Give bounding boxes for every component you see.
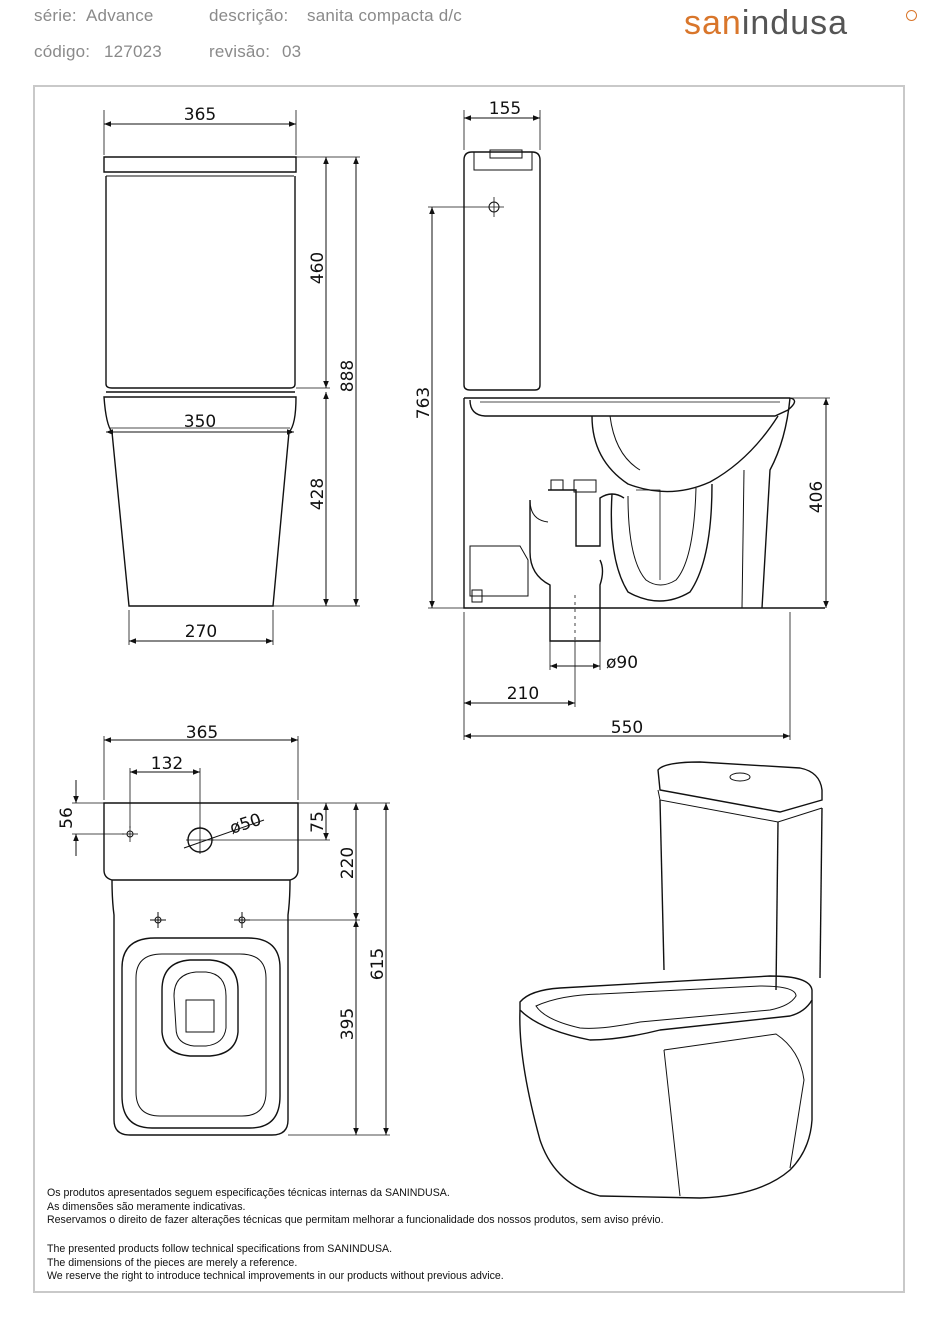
serie-label: série: (34, 6, 77, 25)
codigo-value: 127023 (104, 42, 162, 61)
dim-side-outlet-diameter: ø90 (606, 653, 638, 673)
perspective-seat (519, 975, 813, 1041)
dim-top-width: 365 (186, 723, 218, 743)
dim-side-bowl-height: 406 (807, 481, 827, 513)
front-view (103, 110, 360, 645)
dim-top-tank-depth: 220 (338, 847, 358, 879)
note-pt-2: As dimensões são meramente indicativas. (47, 1200, 246, 1213)
perspective-body (519, 1000, 813, 1199)
note-en-2: The dimensions of the pieces are merely … (47, 1256, 298, 1269)
note-en-3: We reserve the right to introduce techni… (47, 1270, 504, 1283)
dim-top-hole-offset-x: 132 (151, 754, 183, 774)
side-bowl-interior (591, 415, 779, 493)
side-base (463, 398, 825, 609)
note-pt-3: Reservamos o direito de fazer alterações… (47, 1214, 664, 1227)
dim-top-hole-diameter: ø50 (227, 810, 264, 839)
descricao-label: descrição: (209, 6, 289, 25)
dim-side-total-depth: 550 (611, 718, 643, 738)
dim-side-tank-depth: 155 (489, 99, 521, 119)
sanindusa-logo: sanindusa (684, 4, 849, 42)
top-tank (103, 802, 299, 881)
dim-front-total-height: 888 (338, 360, 358, 392)
side-seat (464, 397, 796, 417)
notes-en: The presented products follow technical … (47, 1243, 504, 1284)
codigo-label: código: (34, 42, 91, 61)
side-tank (463, 151, 541, 391)
logo-mark-icon (906, 10, 917, 21)
front-tank-lid (103, 156, 297, 173)
dim-top-tank-depth-small: 75 (308, 811, 328, 833)
descricao-value: sanita compacta d/c (307, 6, 462, 25)
side-view (428, 110, 830, 740)
top-seat-outer (121, 937, 281, 1129)
dim-top-bowl-depth: 395 (338, 1008, 358, 1040)
top-bowl-outline (111, 879, 291, 1136)
dim-front-base-width: 270 (185, 622, 217, 642)
dim-side-inlet-height: 763 (414, 387, 434, 419)
dim-top-hole-offset-y: 56 (57, 807, 77, 829)
front-tank-body (105, 176, 296, 389)
side-trap (610, 483, 713, 602)
dim-top-total-depth: 615 (368, 948, 388, 980)
note-pt-1: Os produtos apresentados seguem especifi… (47, 1187, 450, 1199)
dim-front-bowl-width: 350 (184, 412, 216, 432)
revisao-label: revisão: (209, 42, 271, 61)
revisao-value: 03 (282, 42, 302, 61)
serie-value: Advance (86, 6, 154, 25)
drawing-frame (33, 85, 905, 1293)
dim-front-bowl-height: 428 (308, 478, 328, 510)
dim-side-outlet-offset: 210 (507, 684, 539, 704)
side-outlet-bend (548, 489, 625, 547)
dim-front-tank-height: 460 (308, 252, 328, 284)
top-view (72, 736, 390, 1136)
top-bowl-opening (161, 959, 239, 1057)
notes-pt: Os produtos apresentados seguem especifi… (47, 1187, 664, 1228)
perspective-view (519, 761, 823, 1199)
note-en-1: The presented products follow technical … (47, 1243, 393, 1255)
top-fixing-marks (150, 912, 250, 928)
perspective-tank-lid (657, 761, 823, 813)
dim-front-width-top: 365 (184, 105, 216, 125)
